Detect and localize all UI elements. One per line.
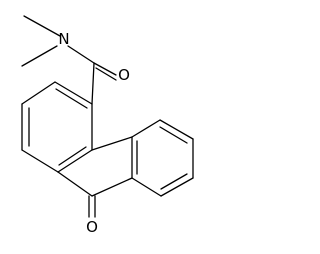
- bond-c7-c8: [160, 177, 194, 197]
- bond-c3-c2: [21, 81, 56, 105]
- bond-c9a-c9: [57, 171, 93, 197]
- structural-formula: N O O: [21, 15, 194, 236]
- atom-labels: N O O: [58, 30, 130, 236]
- bond-c5-c6-inner: [159, 126, 188, 144]
- bond-c4-c3: [54, 81, 93, 105]
- bond-amide-c-o-2: [95, 67, 117, 81]
- bond-c5-c6: [159, 119, 194, 140]
- bond-n-carbonyl: [67, 45, 95, 64]
- bond-c9a-c4a-inner: [58, 146, 87, 166]
- bond-c7-c8-inner: [160, 173, 188, 190]
- bond-c4-c3-inner: [55, 88, 88, 109]
- nitrogen-label: N: [58, 30, 69, 48]
- bond-c4a-c4b: [91, 136, 133, 151]
- bonds: [21, 15, 194, 218]
- amide-oxygen-label: O: [118, 66, 130, 84]
- bond-c1-c9a: [21, 149, 59, 173]
- bond-c8-c8a: [131, 177, 162, 197]
- bond-c9a-c4a: [57, 149, 93, 173]
- bond-c9-c8a: [91, 177, 133, 197]
- bond-amide-c-o-1: [93, 62, 117, 76]
- bond-carbonyl-ring: [91, 62, 95, 105]
- bond-n-methyl-lower: [21, 45, 58, 67]
- ketone-oxygen-label: O: [86, 218, 98, 236]
- bond-c4b-c5: [131, 119, 161, 138]
- bond-n-methyl-upper: [23, 15, 61, 37]
